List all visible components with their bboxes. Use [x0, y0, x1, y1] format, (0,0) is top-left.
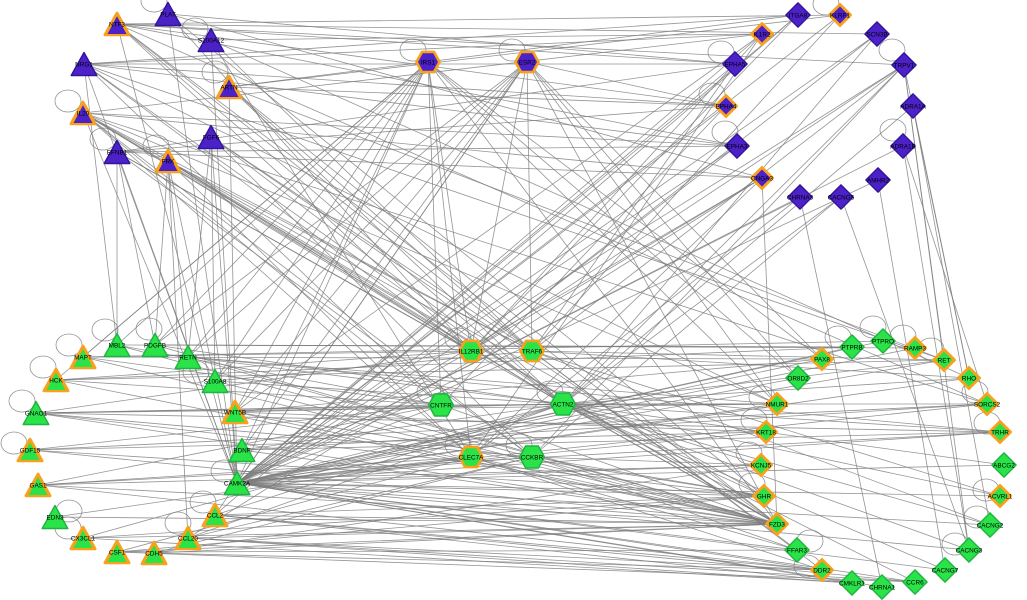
svg-text:IL20: IL20: [77, 110, 90, 117]
svg-text:CACNG3: CACNG3: [956, 547, 983, 554]
svg-text:PDGFB: PDGFB: [144, 342, 166, 349]
svg-text:IL12RB1: IL12RB1: [459, 348, 484, 355]
svg-text:ITGA8: ITGA8: [789, 12, 808, 19]
svg-text:KRT18: KRT18: [756, 429, 776, 436]
svg-text:CNTFR: CNTFR: [430, 402, 452, 409]
svg-text:EPHA3: EPHA3: [727, 143, 748, 150]
svg-text:ARTN: ARTN: [220, 84, 238, 91]
svg-text:S100A8: S100A8: [204, 378, 227, 385]
svg-text:SCN3B: SCN3B: [866, 31, 887, 38]
svg-text:PTPRB: PTPRB: [841, 344, 862, 351]
svg-text:KCNJ5: KCNJ5: [751, 462, 772, 469]
svg-text:RAMP3: RAMP3: [904, 345, 926, 352]
svg-text:CNGA3: CNGA3: [751, 175, 773, 182]
svg-text:NMUR1: NMUR1: [766, 401, 789, 408]
svg-text:CHRNA1: CHRNA1: [869, 584, 896, 591]
svg-text:IL1R2: IL1R2: [753, 31, 770, 38]
svg-text:PTPRO: PTPRO: [872, 338, 894, 345]
svg-text:CMKLR1: CMKLR1: [839, 580, 865, 587]
svg-text:ACTN2: ACTN2: [553, 401, 574, 408]
svg-text:EPHA5: EPHA5: [725, 61, 746, 68]
svg-text:FRK: FRK: [162, 158, 176, 165]
svg-text:CAMK2A: CAMK2A: [224, 480, 251, 487]
svg-text:CDH5: CDH5: [145, 550, 163, 557]
svg-text:ADRA1A: ADRA1A: [900, 103, 926, 110]
svg-text:RET: RET: [938, 357, 951, 364]
svg-text:DDR2: DDR2: [813, 567, 831, 574]
svg-text:FFAR3: FFAR3: [787, 547, 807, 554]
svg-text:MBL2: MBL2: [109, 342, 126, 349]
svg-text:GAS1: GAS1: [29, 482, 46, 489]
svg-text:BDNF: BDNF: [233, 447, 250, 454]
svg-text:TRAF6: TRAF6: [522, 348, 543, 355]
svg-text:ACVRL1: ACVRL1: [988, 493, 1013, 500]
svg-text:CCKBR: CCKBR: [521, 454, 544, 461]
svg-text:HCK: HCK: [49, 377, 63, 384]
svg-text:CACNG5: CACNG5: [828, 194, 855, 201]
svg-text:SORCS2: SORCS2: [974, 401, 1001, 408]
svg-text:S100A12: S100A12: [198, 37, 225, 44]
svg-text:ABCG2: ABCG2: [993, 462, 1015, 469]
svg-text:GDF15: GDF15: [20, 447, 41, 454]
svg-text:FZD3: FZD3: [769, 521, 785, 528]
svg-text:CCL2: CCL2: [207, 512, 224, 519]
svg-text:GHR: GHR: [757, 493, 772, 500]
svg-text:ESR2: ESR2: [519, 59, 536, 66]
svg-text:IRS1: IRS1: [421, 59, 436, 66]
svg-text:NTF3: NTF3: [109, 21, 125, 28]
svg-text:CSF1: CSF1: [109, 549, 126, 556]
svg-text:GNAO1: GNAO1: [25, 410, 48, 417]
svg-text:CACNG7: CACNG7: [932, 567, 959, 574]
svg-text:RETN: RETN: [179, 354, 197, 361]
svg-text:CHRNA3: CHRNA3: [787, 194, 814, 201]
svg-text:TRHR: TRHR: [991, 429, 1009, 436]
svg-text:AMHR2: AMHR2: [867, 177, 890, 184]
svg-text:FGF6: FGF6: [203, 134, 220, 141]
svg-text:CLEC7A: CLEC7A: [459, 454, 485, 461]
svg-text:NRG1: NRG1: [75, 61, 93, 68]
svg-text:EPHA4: EPHA4: [716, 103, 737, 110]
svg-text:MAPT: MAPT: [74, 354, 92, 361]
svg-text:PLAT: PLAT: [160, 11, 176, 18]
svg-text:TRPV1: TRPV1: [894, 62, 915, 69]
svg-text:OR8D2: OR8D2: [787, 375, 809, 382]
svg-text:EFNB1: EFNB1: [107, 149, 128, 156]
svg-text:KLRF1: KLRF1: [830, 12, 850, 19]
svg-text:ADRA1B: ADRA1B: [890, 143, 916, 150]
svg-text:WNT5B: WNT5B: [224, 409, 246, 416]
svg-text:CCL20: CCL20: [178, 535, 198, 542]
svg-text:CX3CL1: CX3CL1: [71, 535, 96, 542]
svg-text:CCR6: CCR6: [906, 579, 924, 586]
svg-text:CACNG2: CACNG2: [977, 522, 1004, 529]
svg-text:PAX8: PAX8: [814, 356, 830, 363]
svg-text:RHO: RHO: [962, 375, 976, 382]
svg-text:EDN3: EDN3: [46, 514, 63, 521]
